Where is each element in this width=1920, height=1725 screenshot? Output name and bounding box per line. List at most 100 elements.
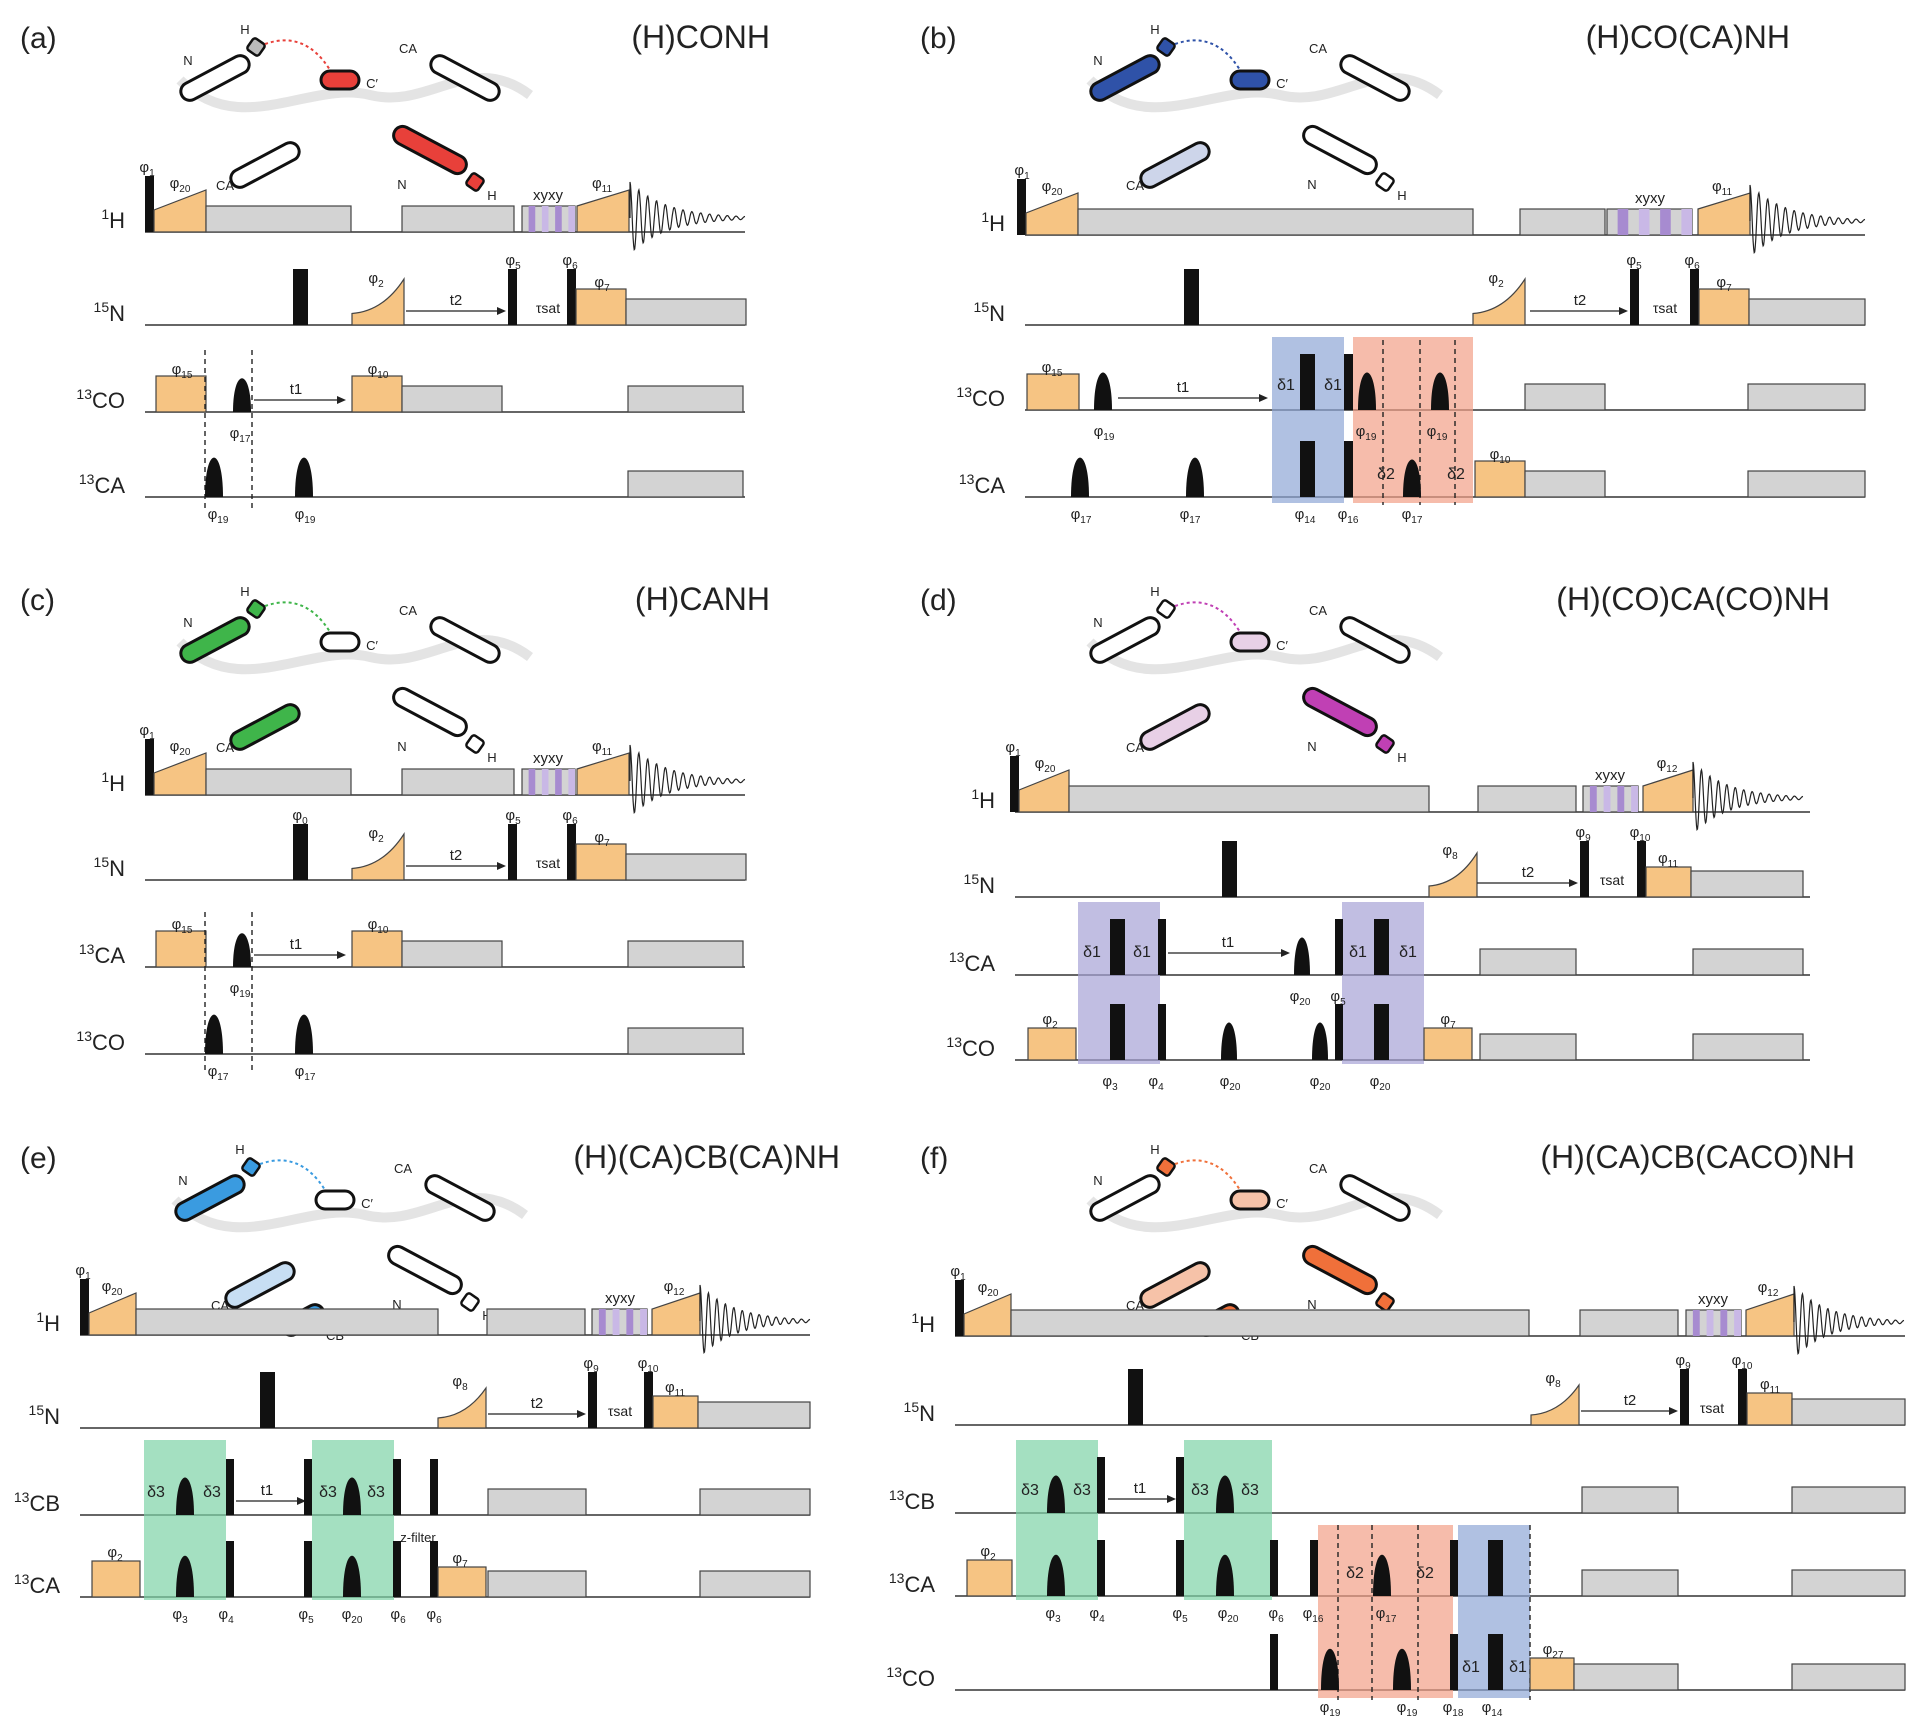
xyxy-label: xyxy: [605, 1290, 636, 1307]
pulse-phase-label: φ1: [139, 159, 155, 179]
hard-pulse: [588, 1372, 597, 1428]
selective-pulse: [343, 1555, 361, 1597]
transfer-dotted-path: [264, 601, 331, 633]
atom-label: CA: [1309, 1161, 1327, 1176]
cp-ramp-pulse: [1642, 769, 1694, 813]
atom-label: N: [1307, 739, 1316, 754]
pulse-phase-label: φ20: [1220, 1073, 1241, 1093]
decoupling-block: [135, 1308, 439, 1336]
hard-pulse: [644, 1372, 653, 1428]
pulse-phase-label: φ12: [1657, 755, 1678, 775]
bond-N2: [387, 1244, 463, 1296]
bond-CA2: [1339, 616, 1411, 664]
atom-label: CA: [1126, 740, 1144, 755]
selective-pulse: [1186, 457, 1204, 497]
pulse-phase-label: φ5: [1330, 988, 1346, 1008]
selective-pulse: [1393, 1648, 1411, 1690]
panel-letter: (f): [920, 1142, 948, 1175]
atom-H2: [465, 172, 485, 192]
pulse-phase-label: φ20: [170, 175, 191, 195]
decoupling-block: [697, 1401, 811, 1429]
pulse-phase-label: φ15: [172, 916, 193, 936]
atom-label: H: [1150, 584, 1159, 599]
bond-N2: [1302, 124, 1378, 176]
tsat-label: τsat: [1600, 872, 1624, 888]
decoupling-block: [1068, 785, 1430, 813]
pulse-phase-label: φ10: [368, 916, 389, 936]
atom-label: N: [397, 177, 406, 192]
transfer-dotted-path: [264, 39, 331, 71]
cp-pulse: [575, 288, 627, 326]
t1-label: t1: [290, 381, 303, 398]
xyxy-label: xyxy: [1698, 1291, 1729, 1308]
arrow-head: [1167, 1495, 1176, 1503]
cp-pulse: [652, 1395, 699, 1429]
cp-ramp-pulse: [1745, 1293, 1795, 1337]
pulse-phase-label: φ17: [230, 425, 251, 445]
pulse-phase-label: φ11: [1658, 850, 1679, 870]
hard-pulse: [430, 1541, 438, 1597]
panel-title: (H)(CA)CB(CACO)NH: [1540, 1139, 1855, 1175]
pulse-phase-label: φ7: [1440, 1011, 1456, 1031]
atom-label: C′: [1276, 1196, 1288, 1211]
decoupling-block: [487, 1488, 587, 1516]
atom-label: H: [1150, 1142, 1159, 1157]
arrow-head: [1281, 949, 1290, 957]
selective-pulse: [233, 378, 251, 412]
decoupling-block: [1748, 298, 1866, 326]
pulse-phase-label: φ8: [1442, 842, 1458, 862]
delta-label: δ3: [1021, 1482, 1039, 1499]
decoupling-block: [1524, 383, 1606, 411]
bond-N: [179, 616, 251, 664]
hard-pulse: [1637, 841, 1646, 897]
arrow-head: [1259, 394, 1268, 402]
panel-letter: (e): [20, 1142, 57, 1175]
decoupling-block: [1581, 1486, 1679, 1514]
decoupling-block: [699, 1488, 811, 1516]
delta-label: δ1: [1462, 1659, 1480, 1676]
hard-pulse: [1270, 1540, 1278, 1596]
hard-pulse: [304, 1459, 312, 1515]
atom-H2: [1375, 172, 1395, 192]
hard-pulse: [304, 1541, 312, 1597]
pulse-phase-label: φ14: [1482, 1699, 1503, 1719]
pulse-phase-label: φ7: [594, 274, 610, 294]
hard-pulse: [1184, 269, 1199, 325]
tsat-label: τsat: [1700, 1400, 1724, 1416]
hard-pulse: [260, 1372, 275, 1428]
channel-label: 1H: [36, 1309, 60, 1336]
pulse-phase-label: φ15: [1042, 359, 1063, 379]
atom-label: CA: [1126, 1298, 1144, 1313]
pulse-phase-label: φ3: [172, 1606, 188, 1626]
hard-pulse: [1374, 1004, 1389, 1060]
pulse-phase-label: φ5: [1172, 1605, 1188, 1625]
delta-label: δ3: [203, 1484, 221, 1501]
atom-label: CA: [1126, 178, 1144, 193]
channel-label: 13CO: [946, 1034, 995, 1061]
cp-pulse: [437, 1566, 487, 1598]
pulse-phase-label: φ1: [75, 1262, 91, 1282]
cp-pulse: [575, 843, 627, 881]
hard-pulse: [1488, 1634, 1503, 1690]
decoupling-block: [1479, 948, 1577, 976]
bond-CA: [229, 703, 301, 751]
fid-signal: [1749, 184, 1866, 255]
pulse-phase-label: φ20: [1035, 755, 1056, 775]
pulse-phase-label: φ4: [1089, 1605, 1105, 1625]
cp-ramp-pulse: [576, 752, 630, 796]
hard-pulse: [1010, 756, 1019, 812]
decoupling-block: [401, 940, 503, 968]
atom-H: [1156, 1157, 1176, 1177]
t2-label: t2: [1574, 292, 1587, 309]
delta-label: δ3: [1073, 1482, 1091, 1499]
atom-label: H: [487, 750, 496, 765]
cp-ramp-pulse: [963, 1293, 1012, 1337]
selective-pulse: [1216, 1475, 1234, 1513]
hard-pulse: [1450, 1540, 1458, 1596]
pulse-phase-label: φ6: [562, 252, 578, 272]
decoupling-block: [1690, 870, 1804, 898]
pulse-phase-label: φ10: [1490, 446, 1511, 466]
atom-label: N: [1307, 177, 1316, 192]
